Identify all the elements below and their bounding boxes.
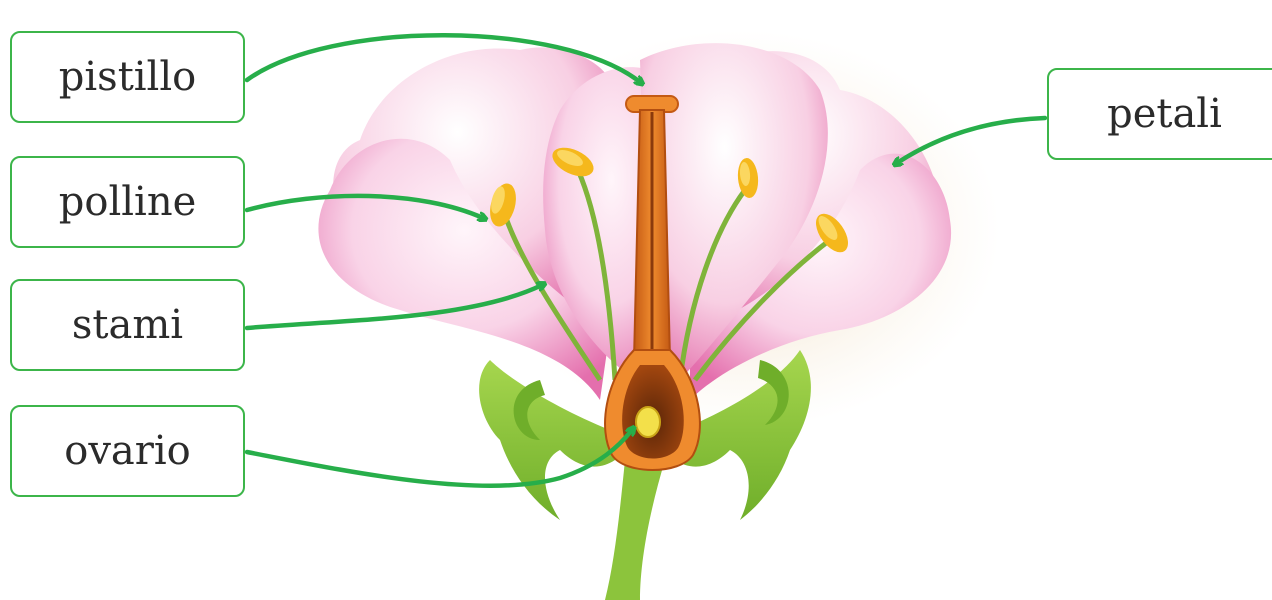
label-ovario: ovario [10,405,245,497]
label-polline: polline [10,156,245,248]
label-pistillo: pistillo [10,31,245,123]
label-stami: stami [10,279,245,371]
ovule [636,407,660,437]
label-petali: petali [1047,68,1272,160]
stem [605,460,665,600]
